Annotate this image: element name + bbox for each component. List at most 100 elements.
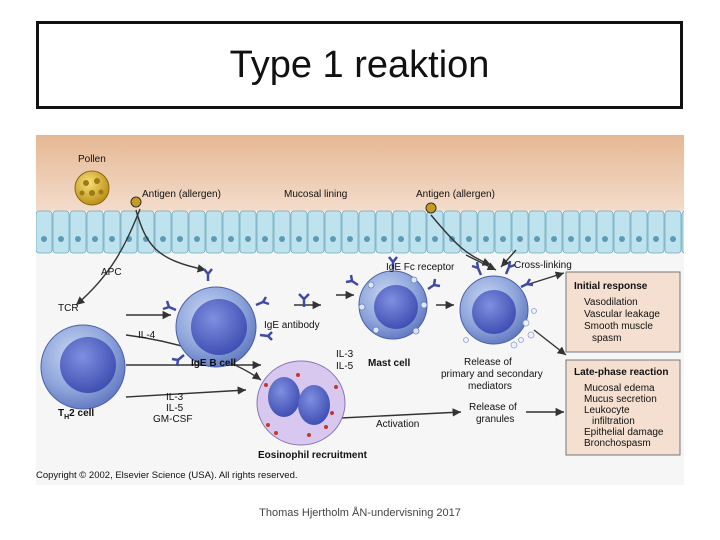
epithelial-nucleus [143,236,149,242]
label-apc: APC [101,267,122,278]
degranulating-mast-cell [459,260,537,349]
epithelial-cell [596,210,614,254]
eosinophil [256,360,346,446]
epithelial-cell [511,210,529,254]
epithelial-nucleus [245,236,251,242]
label-pollen: Pollen [78,154,106,165]
label-release-granules-2: granules [476,414,514,425]
antigen-particle-right [425,202,437,214]
epithelial-cell [613,210,631,254]
title-box: Type 1 reaktion [36,21,683,109]
epithelial-cell [494,210,512,254]
tissue-band [36,135,684,211]
epithelial-nucleus [432,236,438,242]
mucosal-epithelium [36,210,684,254]
epithelial-nucleus [500,236,506,242]
epithelial-cell [290,210,308,254]
epithelial-nucleus [177,236,183,242]
epithelial-cell [392,210,410,254]
label-activation: Activation [376,419,419,430]
epithelial-cell [103,210,121,254]
epithelial-nucleus [653,236,659,242]
epithelial-cell [273,210,291,254]
epithelial-cell [579,210,597,254]
ige-antibody-free [298,293,310,307]
epithelial-cell [477,210,495,254]
initial-item-2: Vascular leakage [584,309,660,320]
initial-item-4: spasm [592,333,621,344]
epithelial-nucleus [585,236,591,242]
epithelial-cell [562,210,580,254]
epithelial-cell [171,210,189,254]
epithelial-nucleus [211,236,217,242]
late-item-4: infiltration [592,416,635,427]
epithelial-cell [528,210,546,254]
initial-response-title: Initial response [574,281,648,292]
label-il5-mast: IL-5 [336,361,354,372]
epithelial-cell [341,210,359,254]
pollen-grain [74,170,110,206]
epithelial-nucleus [262,236,268,242]
epithelial-nucleus [75,236,81,242]
epithelial-cell [137,210,155,254]
epithelial-nucleus [109,236,115,242]
epithelial-nucleus [483,236,489,242]
epithelial-cell [307,210,325,254]
epithelial-cell [222,210,240,254]
label-mucosal-lining: Mucosal lining [284,189,347,200]
copyright: Copyright © 2002, Elsevier Science (USA)… [36,470,298,481]
epithelial-nucleus [364,236,370,242]
epithelial-cell [239,210,257,254]
epithelial-nucleus [466,236,472,242]
epithelial-cell [409,210,427,254]
epithelial-nucleus [398,236,404,242]
late-item-2: Mucus secretion [584,394,657,405]
epithelial-nucleus [568,236,574,242]
epithelial-cell [545,210,563,254]
epithelial-nucleus [160,236,166,242]
label-eosinophil: Eosinophil recruitment [258,450,368,461]
epithelial-cell [154,210,172,254]
slide-footer: Thomas Hjertholm ÅN-undervisning 2017 [259,507,461,519]
epithelial-nucleus [636,236,642,242]
label-ige-antibody: IgE antibody [264,320,320,331]
th2-cell [40,324,126,410]
label-mast-cell: Mast cell [368,358,410,369]
mast-cell [345,256,441,340]
late-item-5: Epithelial damage [584,427,664,438]
late-item-1: Mucosal edema [584,383,655,394]
ige-b-cell [162,268,273,368]
epithelial-cell [664,210,682,254]
label-release-primary-3: mediators [468,381,512,392]
epithelial-nucleus [194,236,200,242]
label-release-primary-1: Release of [464,357,512,368]
epithelial-nucleus [619,236,625,242]
epithelial-nucleus [534,236,540,242]
epithelial-nucleus [41,236,47,242]
label-ige-fc-receptor: IgE Fc receptor [386,262,455,273]
label-cross-linking: Cross-linking [514,260,572,271]
epithelial-nucleus [381,236,387,242]
epithelial-cell [188,210,206,254]
epithelial-nucleus [602,236,608,242]
late-item-6: Bronchospasm [584,438,651,449]
allergy-diagram: Initial response Vasodilation Vascular l… [36,135,684,485]
label-antigen-left: Antigen (allergen) [142,189,221,200]
epithelial-nucleus [92,236,98,242]
late-phase-box: Late-phase reaction Mucosal edema Mucus … [565,359,681,456]
label-tcr: TCR [58,303,79,314]
late-item-3: Leukocyte [584,405,630,416]
epithelial-nucleus [347,236,353,242]
epithelial-nucleus [517,236,523,242]
epithelial-cell [205,210,223,254]
initial-item-1: Vasodilation [584,297,638,308]
epithelial-cell [647,210,665,254]
epithelial-cell [426,210,444,254]
label-release-primary-2: primary and secondary [441,369,543,380]
late-phase-title: Late-phase reaction [574,367,668,378]
figure-labels: Pollen Antigen (allergen) Mucosal lining… [36,154,572,481]
label-il4: IL-4 [138,330,156,341]
epithelial-cell [460,210,478,254]
slide-title: Type 1 reaktion [229,43,490,86]
epithelial-cell [630,210,648,254]
